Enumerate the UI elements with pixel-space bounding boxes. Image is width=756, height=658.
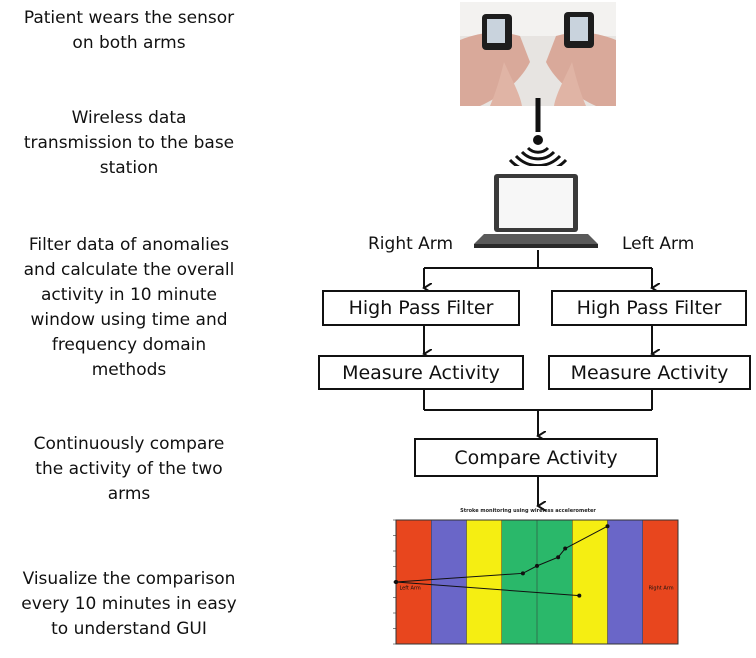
sensor-photo [460,2,616,106]
left-arm-label: Left Arm [622,234,695,254]
chart-band [607,520,643,644]
compare-activity-box: Compare Activity [414,438,658,477]
gui-chart-title: Stroke monitoring using wireless acceler… [460,508,596,514]
right-arm-region-label: Right Arm [649,585,674,591]
chart-point [394,580,398,584]
step-4-text: Continuously compare the activity of the… [33,434,225,504]
chart-point [605,524,610,529]
gui-chart: Stroke monitoring using wireless acceler… [368,508,688,654]
wireless-signal-icon [508,98,568,166]
measure-activity-right-box: Measure Activity [318,355,524,390]
right-arm-label: Right Arm [368,234,454,254]
measure-activity-left-box: Measure Activity [548,355,751,390]
chart-series-line [395,525,608,583]
step-2-text: Wireless data transmission to the base s… [23,108,235,178]
chart-band [642,520,678,644]
chart-band [431,520,467,644]
chart-point [520,571,525,576]
chart-point [535,563,539,568]
chart-band [501,520,537,644]
step-3-text: Filter data of anomalies and calculate t… [23,235,235,380]
high-pass-filter-left-box: High Pass Filter [551,290,747,326]
step-1-text: Patient wears the sensor on both arms [23,8,235,53]
chart-band [537,520,573,644]
step-5-text: Visualize the comparison every 10 minute… [21,569,237,639]
chart-band [466,520,502,644]
chart-point [563,546,568,551]
high-pass-filter-right-box: High Pass Filter [322,290,520,326]
chart-band [572,520,608,644]
chart-point [556,555,561,560]
laptop-icon [474,174,598,248]
chart-point [577,593,582,598]
chart-series-line [395,581,580,597]
left-arm-region-label: Left Arm [399,585,420,591]
gui-chart-plot: Left Arm Right Arm [393,519,679,645]
